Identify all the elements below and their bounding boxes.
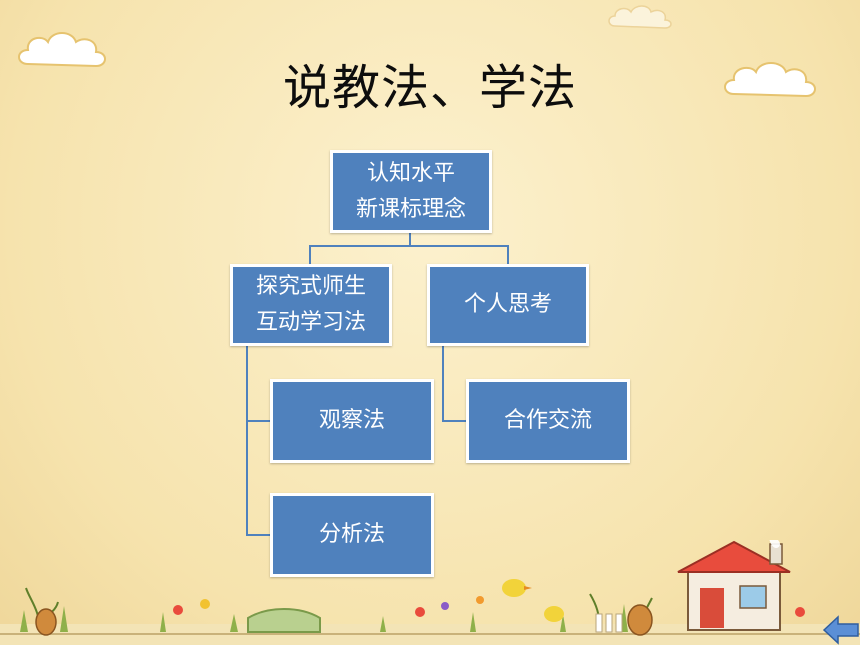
left-child-label: 观察法 xyxy=(318,408,385,433)
connector-line xyxy=(442,420,468,422)
right-branch-label: 个人思考 xyxy=(463,292,552,317)
left-child-node: 分析法 xyxy=(270,493,434,577)
bottom-decoration xyxy=(0,540,860,645)
connector-line xyxy=(246,534,272,536)
connector-line xyxy=(309,245,509,247)
left-arrow-icon xyxy=(822,615,859,645)
left-branch-node: 探究式师生 互动学习法 xyxy=(230,264,392,346)
cloud-icon xyxy=(608,5,672,29)
cloud-icon xyxy=(724,62,816,98)
connector-line xyxy=(409,232,411,246)
connector-line xyxy=(246,420,272,422)
right-child-node: 合作交流 xyxy=(466,379,630,463)
root-node-line1: 认知水平 xyxy=(366,160,455,186)
connector-line xyxy=(442,346,444,422)
left-branch-line2: 互动学习法 xyxy=(255,310,366,335)
left-child-label: 分析法 xyxy=(318,522,385,547)
connector-line xyxy=(246,346,248,536)
root-node-line2: 新课标理念 xyxy=(355,196,466,222)
cloud-icon xyxy=(18,32,106,68)
connector-line xyxy=(507,245,509,265)
left-branch-line1: 探究式师生 xyxy=(255,274,366,299)
house-icon xyxy=(677,540,791,631)
back-button[interactable] xyxy=(822,615,860,645)
left-child-node: 观察法 xyxy=(270,379,434,463)
right-child-label: 合作交流 xyxy=(503,408,592,433)
root-node: 认知水平 新课标理念 xyxy=(330,150,492,233)
slide-title: 说教法、学法 xyxy=(282,60,577,116)
connector-line xyxy=(309,245,311,265)
right-branch-node: 个人思考 xyxy=(427,264,589,346)
